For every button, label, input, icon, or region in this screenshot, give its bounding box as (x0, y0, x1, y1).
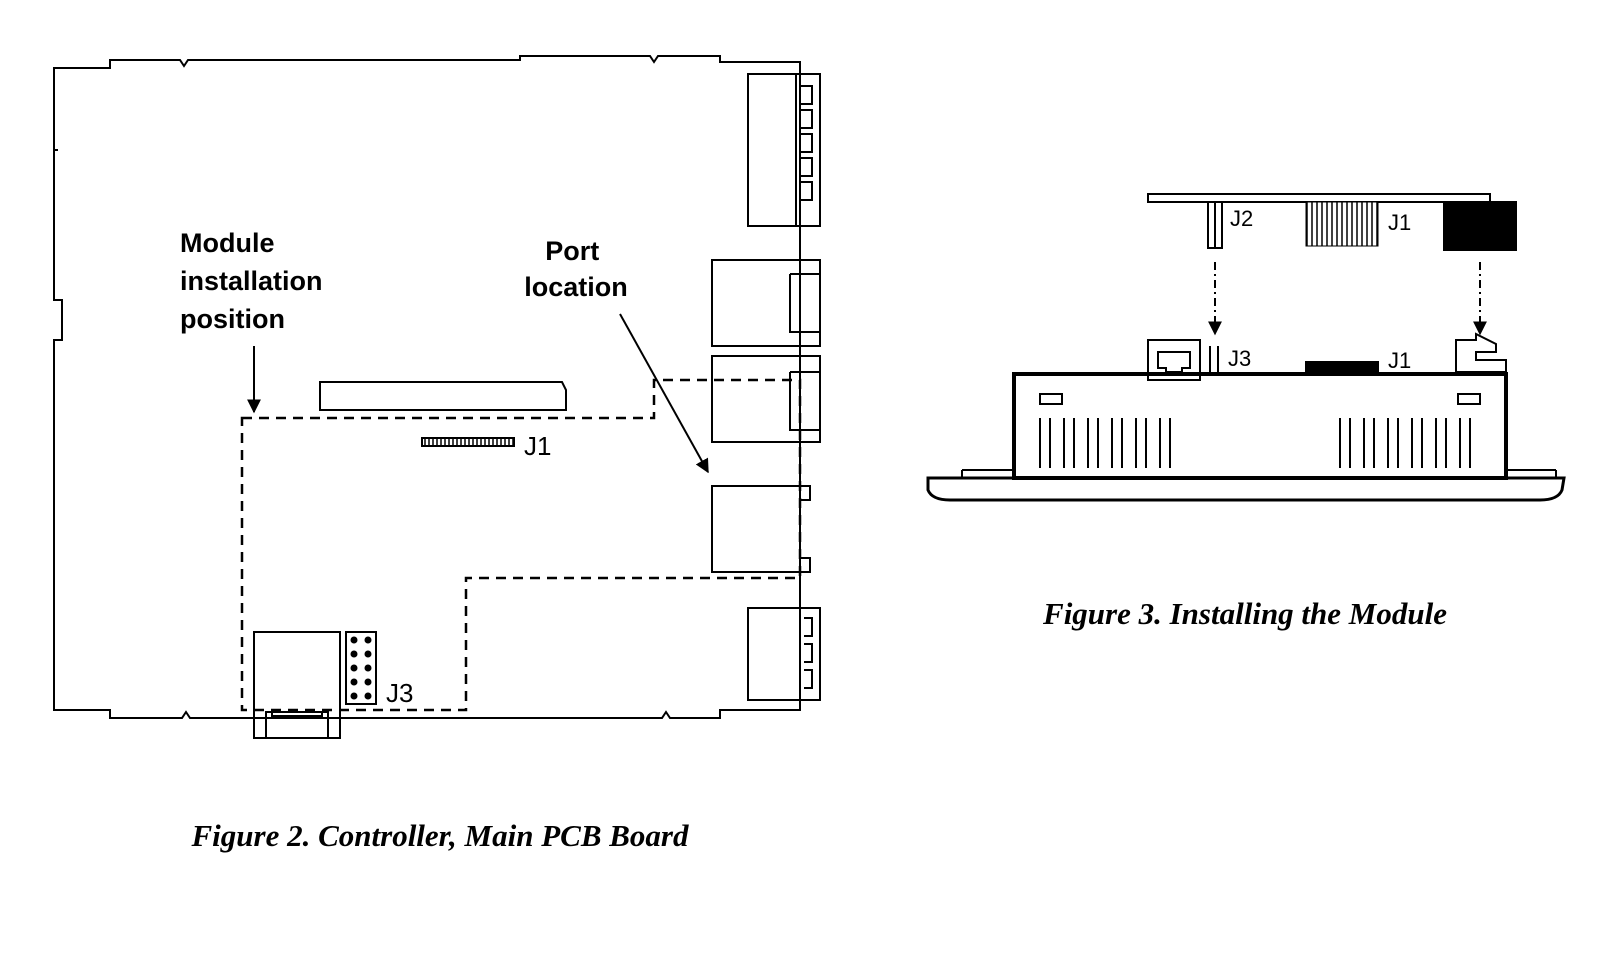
housing-bezel (926, 476, 1566, 502)
label-module-line2: installation (180, 266, 323, 296)
figure2-pcb-board (53, 55, 821, 739)
pcb-outline (53, 55, 801, 719)
j1-header (421, 437, 515, 447)
port-location-arrow (619, 313, 709, 474)
j3-jumper (345, 631, 377, 705)
label-j1-housing: J1 (1388, 348, 1411, 373)
figure2-caption: Figure 2. Controller, Main PCB Board (191, 818, 689, 853)
j3-pins (350, 636, 372, 700)
housing-j3-pins (1209, 346, 1219, 374)
label-port-line1: Port (545, 236, 599, 266)
label-j3-board: J3 (386, 678, 413, 708)
port-terminal-top (747, 73, 797, 227)
module-card (1147, 193, 1491, 203)
label-module-line1: Module (180, 228, 275, 258)
label-module-installation: Module installation position (180, 228, 330, 334)
housing-j1-connector (1305, 361, 1379, 375)
label-j1-board: J1 (524, 431, 551, 461)
label-module-line3: position (180, 304, 285, 334)
label-port-line2: location (524, 272, 628, 302)
housing-rj45 (1147, 339, 1201, 381)
port-rj45-2 (711, 355, 821, 443)
module-block (1443, 201, 1517, 251)
figure3-module-install (926, 193, 1566, 502)
slot-connector (319, 381, 567, 411)
figure3-caption: Figure 3. Installing the Module (1042, 596, 1447, 631)
port-rj45-3 (711, 485, 801, 573)
housing-latch (1455, 332, 1507, 373)
label-j3-housing: J3 (1228, 346, 1251, 371)
port-terminal-bottom (747, 607, 801, 701)
label-j2-module: J2 (1230, 206, 1253, 231)
module-j1-connector (1306, 202, 1378, 246)
module-position-outline (240, 378, 802, 712)
port-rj45-1 (711, 259, 821, 347)
label-j1-module: J1 (1388, 210, 1411, 235)
label-port-location: Port location (524, 236, 628, 302)
